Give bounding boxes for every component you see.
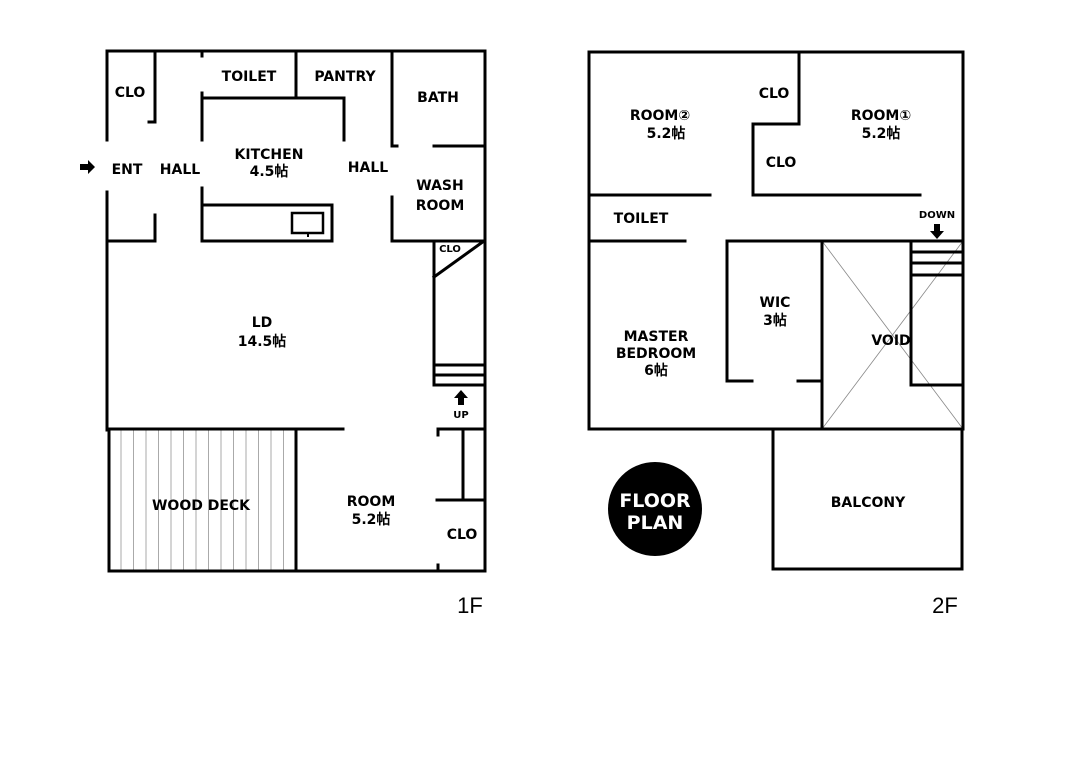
- label-balcony: BALCONY: [831, 495, 906, 511]
- label-wic-size: 3帖: [763, 312, 787, 329]
- label-pantry: PANTRY: [314, 69, 376, 85]
- entrance-arrow-icon: [80, 160, 95, 174]
- badge-line2: PLAN: [627, 512, 684, 534]
- label-clo: CLO: [759, 86, 790, 102]
- label-hall: HALL: [348, 160, 388, 176]
- label-up: UP: [453, 410, 468, 421]
- label-room-size: 5.2帖: [352, 511, 391, 528]
- label-toilet: TOILET: [222, 69, 277, 85]
- up-arrow-icon: [454, 390, 468, 405]
- label-room: ROOM: [347, 494, 396, 510]
- label-wood-deck: WOOD DECK: [152, 498, 251, 514]
- label-master: MASTER: [624, 329, 689, 345]
- label-down: DOWN: [919, 210, 955, 221]
- down-arrow-icon: [930, 224, 944, 239]
- label-kitchen-size: 4.5帖: [250, 163, 289, 180]
- walls-2f: [587, 50, 965, 431]
- label-kitchen: KITCHEN: [235, 147, 304, 163]
- label-bath: BATH: [417, 90, 459, 106]
- label-hall: HALL: [160, 162, 200, 178]
- void-cross: [821, 240, 964, 430]
- label-room1-size: 5.2帖: [862, 125, 901, 142]
- label-ld: LD: [252, 315, 273, 331]
- label-master-size: 6帖: [644, 362, 668, 379]
- label-clo: CLO: [115, 85, 146, 101]
- label-room2-size: 5.2帖: [647, 125, 686, 142]
- first-floor-plan: CLO TOILET PANTRY BATH ENT HALL KITCHEN …: [80, 49, 487, 618]
- second-floor-plan: ROOM② 5.2帖 CLO ROOM① 5.2帖 CLO TOILET DOW…: [587, 50, 965, 618]
- label-ld-size: 14.5帖: [238, 333, 287, 350]
- label-toilet: TOILET: [614, 211, 669, 227]
- floor-plan-badge: FLOOR PLAN: [608, 462, 702, 556]
- balcony-walls: [771, 429, 964, 571]
- label-clo: CLO: [766, 155, 797, 171]
- label-clo-small: CLO: [439, 244, 461, 255]
- label-ent: ENT: [112, 162, 143, 178]
- label-wash-room: ROOM: [416, 198, 465, 214]
- walls-1f: [105, 49, 487, 573]
- wood-deck-pattern: [120, 430, 284, 570]
- floor-label-1f: 1F: [457, 593, 483, 618]
- label-void: VOID: [871, 333, 910, 349]
- label-clo: CLO: [447, 527, 478, 543]
- floor-label-2f: 2F: [932, 593, 958, 618]
- label-room2: ROOM②: [630, 108, 690, 124]
- label-wic: WIC: [760, 295, 791, 311]
- label-bedroom: BEDROOM: [616, 346, 696, 362]
- label-wash: WASH: [416, 178, 463, 194]
- badge-line1: FLOOR: [619, 490, 691, 512]
- label-room1: ROOM①: [851, 108, 911, 124]
